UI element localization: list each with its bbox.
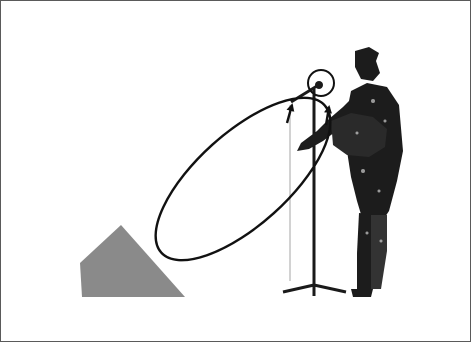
speaker-icon: [80, 225, 185, 297]
feedback-loop-icon: [130, 71, 355, 287]
